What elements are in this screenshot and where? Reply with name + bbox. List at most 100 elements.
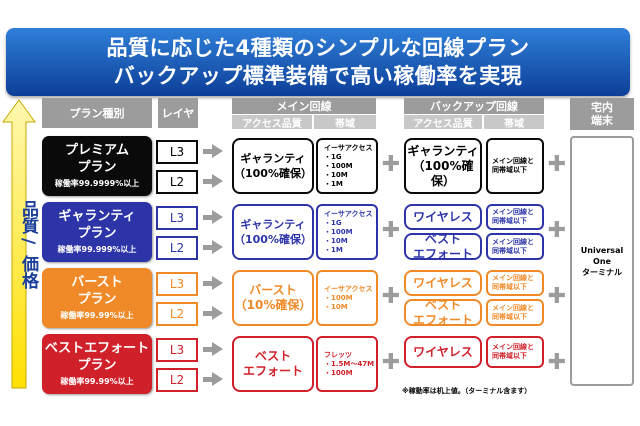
backup-access-quality: ワイヤレス [413,209,473,224]
backup-access-box: ワイヤレス [404,336,482,368]
backup-access-box: ベスト エフォート [404,231,482,261]
backup-access-quality: ベスト エフォート [412,297,473,327]
backup-bandwidth-text: メイン回線と 同帯域以下 [492,343,534,360]
main-access-quality: ベスト エフォート [242,349,303,378]
plan-name: バースト プラン [71,275,123,307]
header-cpe: 宅内 端末 [570,98,634,130]
backup-bandwidth-text: メイン回線と 同帯域以下 [492,274,534,291]
header-main-bandwidth: 帯域 [314,115,376,130]
plus-icon: ✚ [547,218,567,243]
right-arrow-icon [212,276,223,290]
backup-bandwidth-text: メイン回線と 同帯域以下 [492,157,534,174]
right-arrow-icon [212,306,223,320]
backup-access-quality: ギャランティ （100%確保） [407,143,479,188]
plus-icon: ✚ [381,284,401,309]
right-arrow-icon [203,149,213,154]
plan-name: プレミアム プラン [64,143,130,175]
layer-l3: L3 [156,272,198,296]
backup-bandwidth-text: メイン回線と 同帯域以下 [492,208,534,225]
header-main-access-quality: アクセス品質 [232,115,312,130]
right-arrow-icon [212,240,223,254]
axis-label-quality: 品質 [18,200,38,234]
header-plan-type: プラン種別 [42,98,152,128]
main-bandwidth-list: イーサアクセス ・1G ・100M ・10M ・1M [324,143,373,188]
backup-bandwidth-box: メイン回線と 同帯域以下 [486,204,544,230]
right-arrow-icon [203,245,213,250]
backup-access-box: ワイヤレス [404,270,482,296]
header-backup-access-quality: アクセス品質 [404,115,482,130]
main-bandwidth-list: フレッツ ・1.5M～47M ・100M [324,350,375,377]
plus-icon: ✚ [381,350,401,375]
right-arrow-icon [212,210,223,224]
plan-availability: 稼働率99.999%以上 [57,245,137,254]
plan-availability: 稼働率99.99%以上 [60,311,134,320]
backup-access-quality: ワイヤレス [413,275,473,290]
right-arrow-icon [203,347,213,352]
header-layer: レイヤ [158,98,198,128]
plan-card: ギャランティ プラン稼働率99.999%以上 [42,202,152,262]
header-backup-bandwidth: 帯域 [484,115,544,130]
plan-card: バースト プラン稼働率99.99%以上 [42,268,152,328]
backup-bandwidth-text: メイン回線と 同帯域以下 [492,303,534,321]
backup-access-box: ギャランティ （100%確保） [404,138,482,194]
title-banner: 品質に応じた4種類のシンプルな回線プラン バックアップ標準装備で高い稼働率を実現 [6,28,630,96]
main-access-quality: バースト （10%確保） [234,283,312,312]
footnote: ※稼動率は机上値。（ターミナル含ます） [402,387,532,395]
backup-bandwidth-box: メイン回線と 同帯域以下 [486,233,544,260]
main-access-box: ギャランティ （100%確保） [232,204,314,260]
quality-axis-up-arrow-icon [2,99,36,389]
plan-availability: 稼働率99.9999%以上 [54,179,140,188]
plan-name: ギャランティ プラン [58,209,136,241]
right-arrow-icon [203,311,213,316]
backup-bandwidth-text: メイン回線と 同帯域以下 [492,237,534,255]
plus-icon: ✚ [547,152,567,177]
right-arrow-icon [212,372,223,386]
plus-icon: ✚ [547,284,567,309]
main-access-quality: ギャランティ （100%確保） [234,152,312,180]
main-access-box: ギャランティ （100%確保） [232,138,314,194]
right-arrow-icon [212,342,223,356]
layer-l3: L3 [156,140,198,164]
layer-l2: L2 [156,236,198,260]
axis-label-price: 価格 [18,255,38,289]
layer-l2: L2 [156,170,198,194]
backup-access-quality: ベスト エフォート [412,231,473,261]
main-bandwidth-box: イーサアクセス ・1G ・100M ・10M ・1M [316,138,378,194]
main-bandwidth-list: イーサアクセス ・1G ・100M ・10M ・1M [324,209,373,254]
backup-bandwidth-box: メイン回線と 同帯域以下 [486,138,544,194]
plan-card: プレミアム プラン稼働率99.9999%以上 [42,136,152,196]
right-arrow-icon [203,179,213,184]
backup-access-box: ワイヤレス [404,204,482,230]
backup-bandwidth-box: メイン回線と 同帯域以下 [486,299,544,326]
backup-bandwidth-box: メイン回線と 同帯域以下 [486,270,544,296]
cpe-terminal-label: Universal One ターミナル [580,245,624,277]
banner-title-line2: バックアップ標準装備で高い稼働率を実現 [113,64,523,88]
backup-access-box: ベスト エフォート [404,297,482,327]
right-arrow-icon [203,377,213,382]
right-arrow-icon [203,215,213,220]
plus-icon: ✚ [381,152,401,177]
right-arrow-icon [203,281,213,286]
main-access-box: ベスト エフォート [232,336,314,392]
main-bandwidth-box: フレッツ ・1.5M～47M ・100M [316,336,378,392]
banner-title-line1: 品質に応じた4種類のシンプルな回線プラン [106,36,530,60]
header-main-line: メイン回線 [232,98,376,114]
backup-bandwidth-box: メイン回線と 同帯域以下 [486,336,544,368]
axis-label-separator: / [18,238,38,245]
backup-access-quality: ワイヤレス [413,344,473,359]
cpe-terminal-box: Universal One ターミナル [570,136,634,386]
header-backup-line: バックアップ回線 [404,98,544,114]
plus-icon: ✚ [547,350,567,375]
plan-name: ベストエフォート プラン [44,341,150,373]
layer-l3: L3 [156,338,198,362]
plan-availability: 稼働率99.99%以上 [60,377,134,386]
layer-l2: L2 [156,302,198,326]
right-arrow-icon [212,144,223,158]
main-bandwidth-box: イーサアクセス ・1G ・100M ・10M ・1M [316,204,378,260]
main-bandwidth-box: イーサアクセス ・100M ・10M [316,270,378,326]
right-arrow-icon [212,174,223,188]
layer-l3: L3 [156,206,198,230]
main-access-quality: ギャランティ （100%確保） [234,218,312,246]
plus-icon: ✚ [381,218,401,243]
main-access-box: バースト （10%確保） [232,270,314,326]
